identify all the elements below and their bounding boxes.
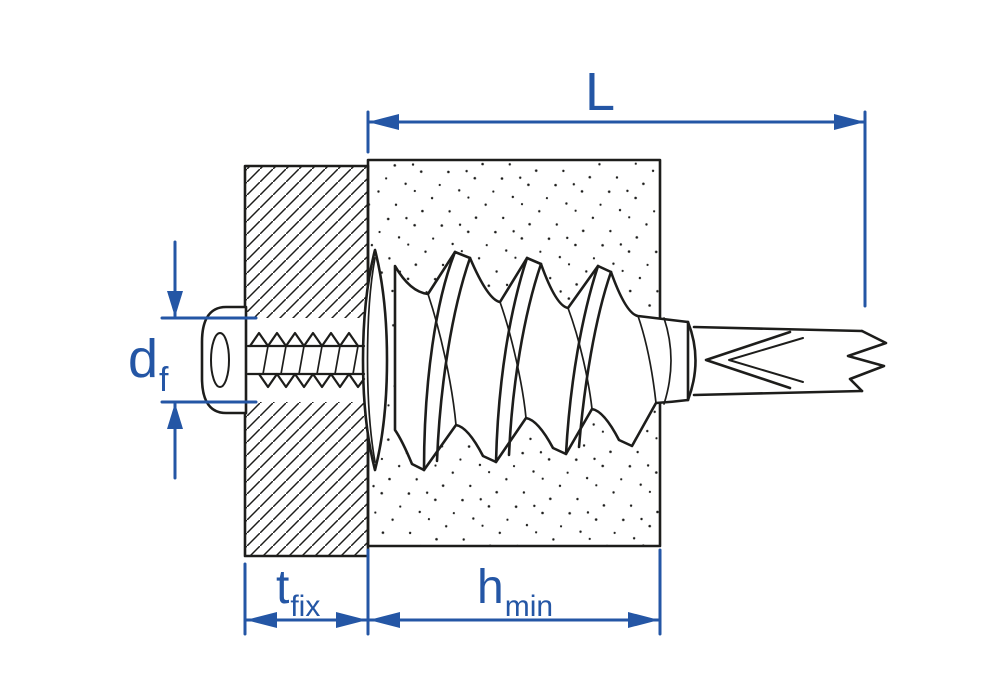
label-length: L xyxy=(585,62,615,122)
extension-lines xyxy=(160,110,867,636)
anchor-helix-blades xyxy=(422,250,613,472)
drywall-anchor xyxy=(361,248,888,472)
screw-thread-bottom xyxy=(257,372,366,389)
arrowhead-L-right xyxy=(834,114,865,130)
dimension-arrows-and-labels: L df tfix hmin xyxy=(128,62,865,628)
anchor-drill-flute xyxy=(704,330,792,390)
anchor-cone-end xyxy=(663,317,672,405)
arrowhead-L-left xyxy=(368,114,399,130)
arrowhead-tfix-left xyxy=(246,612,277,628)
dimension-line-work xyxy=(160,110,867,636)
dimension-annotations: L df tfix hmin xyxy=(128,62,867,636)
arrowhead-df-top xyxy=(167,291,183,317)
anchor-drill-flute-inner xyxy=(728,337,804,383)
arrowhead-hmin-right xyxy=(628,612,659,628)
label-fixture-thickness: tfix xyxy=(276,561,320,623)
screw-drive-recess xyxy=(210,332,230,388)
anchor-helix-body xyxy=(393,250,690,472)
dimension-lines xyxy=(173,120,867,622)
anchor-drill-shank xyxy=(692,325,864,397)
fixing-screw xyxy=(200,305,366,415)
arrowhead-hmin-left xyxy=(369,612,400,628)
anchor-helix-back-edges xyxy=(427,293,657,426)
arrowhead-tfix-right xyxy=(336,612,367,628)
drawing-lines xyxy=(200,158,888,558)
anchor-tip-break xyxy=(846,329,888,393)
anchor-cone-end-cap xyxy=(686,320,697,402)
label-embedment-depth: hmin xyxy=(477,561,553,623)
screw-thread-flanks xyxy=(262,345,359,375)
arrowhead-df-bottom xyxy=(167,403,183,429)
label-screw-diameter: df xyxy=(128,329,169,399)
anchor-flange-inner-line xyxy=(366,257,376,463)
screw-clearance-hole xyxy=(247,318,366,402)
